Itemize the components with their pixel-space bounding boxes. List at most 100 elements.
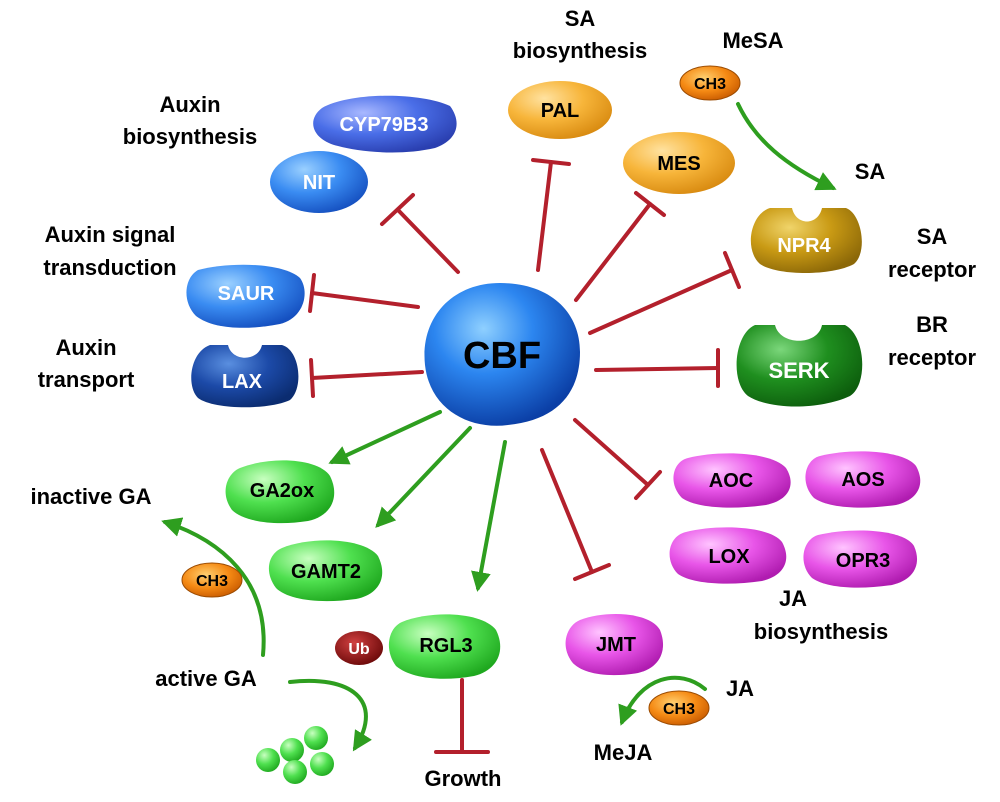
label-sa-biosynthesis-line1: SA: [565, 6, 596, 31]
edge-cbf-jmt: [540, 448, 611, 581]
pal-shape: [508, 81, 612, 139]
edge-active-ga-degradation: [288, 678, 372, 752]
node-saur[interactable]: SAUR: [186, 264, 305, 328]
label-auxin-signal-line1: Auxin signal: [45, 222, 176, 247]
degradation-ball: [283, 760, 307, 784]
degradation-ball: [304, 726, 328, 750]
degradation-ball: [280, 738, 304, 762]
node-mes[interactable]: MES: [623, 132, 735, 194]
jmt-label: JMT: [596, 634, 636, 656]
edge-cbf-npr4: [588, 251, 741, 335]
label-auxin-biosynthesis-line2: biosynthesis: [123, 124, 257, 149]
cyp79b3-label: CYP79B3: [340, 114, 429, 136]
node-npr4[interactable]: NPR4: [750, 208, 862, 273]
saur-shape: [186, 264, 305, 328]
label-auxin-transport-line2: transport: [38, 367, 135, 392]
methyl-badge-shape: [181, 562, 243, 598]
cbf-shape: [424, 283, 580, 426]
methyl-badge-label: CH3: [663, 701, 695, 718]
label-auxin-transport-line1: Auxin: [55, 335, 116, 360]
node-nit[interactable]: NIT: [270, 151, 368, 213]
nit-shape: [270, 151, 368, 213]
mes-shape: [623, 132, 735, 194]
ubiquitin-badge-shape: [335, 631, 383, 665]
edge-active-to-inactive-ga: [161, 517, 266, 657]
ga2ox-label: GA2ox: [250, 480, 314, 502]
diagram-labels: Auxin biosynthesis Auxin signal transduc…: [30, 6, 976, 791]
label-active-ga: active GA: [155, 666, 257, 691]
methyl-badge-ga: CH3: [181, 562, 243, 598]
node-ga2ox[interactable]: GA2ox: [225, 460, 335, 524]
edge-cbf-gamt2: [375, 426, 472, 528]
edge-cbf-rgl3: [471, 440, 507, 592]
node-rgl3[interactable]: RGL3: [388, 614, 501, 679]
rgl3-shape: [388, 614, 501, 679]
edge-cbf-lax: [309, 358, 424, 398]
aoc-label: AOC: [709, 470, 753, 492]
cyp79b3-shape: [313, 95, 457, 153]
saur-label: SAUR: [218, 283, 275, 305]
nit-label: NIT: [303, 172, 335, 194]
edge-cbf-mes: [574, 191, 666, 302]
label-auxin-signal-line2: transduction: [43, 255, 176, 280]
label-sa-biosynthesis-line2: biosynthesis: [513, 38, 647, 63]
node-jmt[interactable]: JMT: [565, 614, 664, 676]
promotion-edges: [161, 102, 837, 752]
aos-shape: [805, 451, 921, 508]
edge-cbf-nit: [380, 193, 460, 274]
label-sa-receptor-line1: SA: [917, 224, 948, 249]
node-lax[interactable]: LAX: [191, 345, 299, 408]
edge-ja-to-meja: [618, 675, 707, 726]
lax-shape: [191, 345, 299, 408]
label-mesa: MeSA: [722, 28, 783, 53]
inhibition-edges: [308, 158, 741, 754]
label-ja-biosynthesis-line1: JA: [779, 586, 807, 611]
aoc-shape: [673, 453, 791, 508]
npr4-label: NPR4: [777, 235, 831, 257]
mes-label: MES: [657, 153, 700, 175]
serk-label: SERK: [768, 358, 829, 383]
methyl-badge-ja: CH3: [648, 690, 710, 726]
degradation-ball: [256, 748, 280, 772]
gamt2-label: GAMT2: [291, 561, 361, 583]
rgl3-label: RGL3: [419, 635, 472, 657]
label-growth: Growth: [425, 766, 502, 791]
edge-cbf-pal: [531, 158, 571, 272]
node-aos[interactable]: AOS: [805, 451, 921, 508]
node-pal[interactable]: PAL: [508, 81, 612, 139]
edge-cbf-aoc: [573, 418, 662, 500]
methyl-badge-shape: [648, 690, 710, 726]
gamt2-shape: [268, 540, 383, 602]
node-aoc[interactable]: AOC: [673, 453, 791, 508]
aos-label: AOS: [841, 469, 884, 491]
node-gamt2[interactable]: GAMT2: [268, 540, 383, 602]
node-cyp79b3[interactable]: CYP79B3: [313, 95, 457, 153]
degradation-ball: [310, 752, 334, 776]
methyl-badge-label: CH3: [694, 76, 726, 93]
label-meja: MeJA: [594, 740, 653, 765]
opr3-shape: [803, 530, 918, 588]
node-lox[interactable]: LOX: [669, 527, 787, 584]
label-sa-receptor-line2: receptor: [888, 257, 976, 282]
methyl-badge-label: CH3: [196, 573, 228, 590]
methyl-badge-mesa: CH3: [679, 65, 741, 101]
lox-shape: [669, 527, 787, 584]
label-ja: JA: [726, 676, 754, 701]
lox-label: LOX: [708, 546, 750, 568]
label-auxin-biosynthesis-line1: Auxin: [159, 92, 220, 117]
pal-label: PAL: [541, 100, 580, 122]
node-serk[interactable]: SERK: [736, 325, 863, 407]
edge-mesa-to-sa: [736, 102, 837, 191]
lax-label: LAX: [222, 371, 263, 393]
cbf-hub[interactable]: CBF: [424, 283, 580, 426]
label-ja-biosynthesis-line2: biosynthesis: [754, 619, 888, 644]
edge-rgl3-growth: [434, 678, 490, 754]
node-opr3[interactable]: OPR3: [803, 530, 918, 588]
ubiquitin-badge-label: Ub: [348, 641, 370, 658]
ga2ox-shape: [225, 460, 335, 524]
label-inactive-ga: inactive GA: [30, 484, 151, 509]
ubiquitin-badge: Ub: [335, 631, 383, 665]
serk-shape: [736, 325, 863, 407]
edge-cbf-saur: [308, 273, 420, 313]
